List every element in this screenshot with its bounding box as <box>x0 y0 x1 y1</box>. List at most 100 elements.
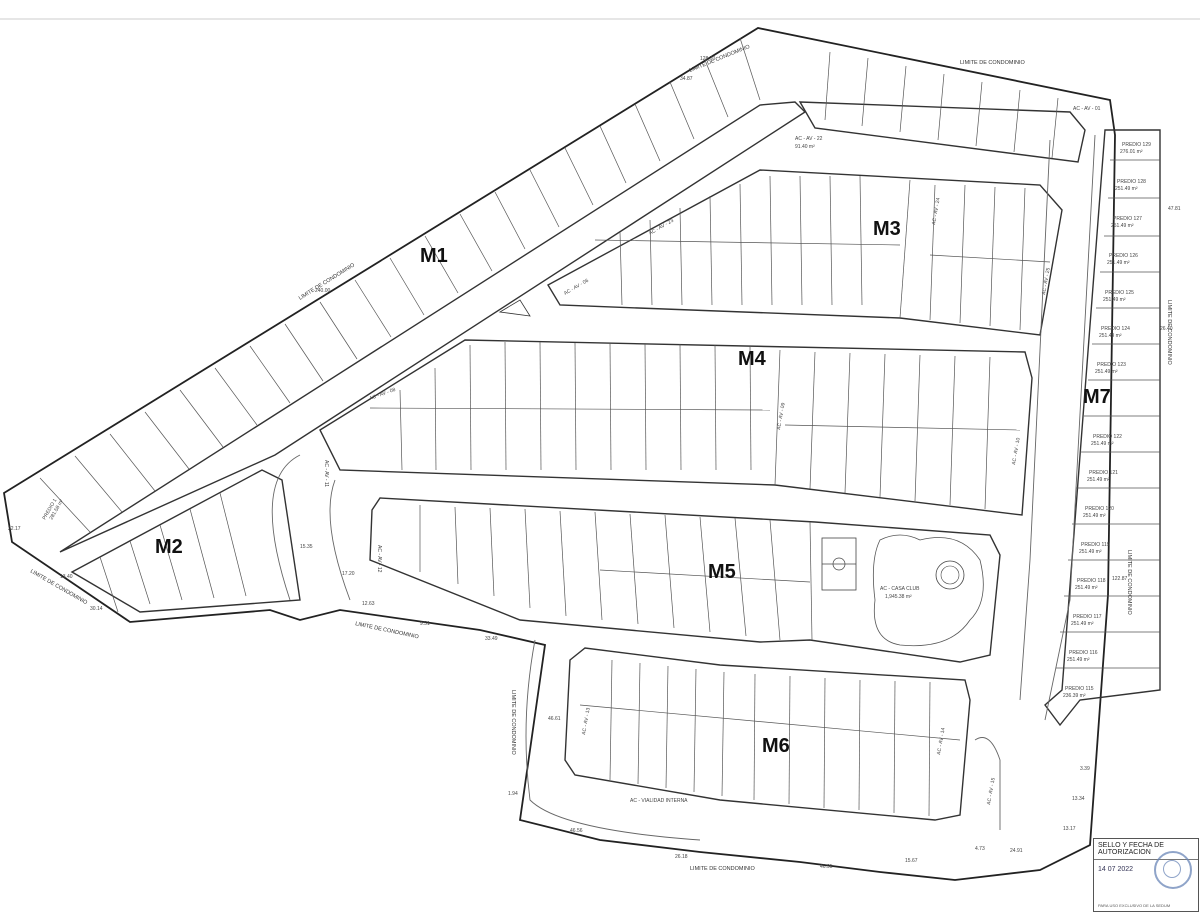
lot-label: PREDIO 119 <box>1081 542 1110 548</box>
common-area-label: AC - AV - 14 <box>936 727 947 755</box>
common-area-label: AC - VIALIDAD INTERNA <box>630 798 688 804</box>
label-m1: M1 <box>420 245 448 267</box>
dimension: 122.87 <box>1112 576 1128 582</box>
north-arrow-icon <box>498 299 531 317</box>
lot-label: PREDIO 123 <box>1097 362 1126 368</box>
label-m6: M6 <box>762 735 790 757</box>
common-area-label: AC - CASA CLUB <box>880 586 920 592</box>
boundary-label: LIMITE DE CONDOMINIO <box>1126 550 1132 616</box>
lot-area: 236.39 m² <box>1063 693 1086 699</box>
seal-date: 14 07 2022 <box>1098 866 1134 873</box>
dimension: 4.73 <box>975 846 985 852</box>
common-area-label: 91.40 m² <box>795 144 815 150</box>
common-area-label: 1,945.38 m² <box>885 594 912 600</box>
common-area-label: AC - AV - 23 <box>648 218 675 237</box>
common-area-label: AC - AV - 06 <box>563 278 590 297</box>
common-area-label: AC - AV - 25 <box>1041 267 1052 295</box>
casa-club <box>821 534 984 647</box>
dimension: 13.17 <box>1063 826 1076 832</box>
authorization-seal-box: SELLO Y FECHA DE AUTORIZACION 14 07 2022… <box>1093 838 1199 912</box>
lot-area: 251.49 m² <box>1087 477 1110 483</box>
block-m4 <box>319 339 1033 516</box>
label-m4: M4 <box>738 348 767 370</box>
m1-inner-edge <box>59 101 807 553</box>
lot-area: 251.49 m² <box>1107 260 1130 266</box>
dimension: 9.51 <box>420 621 430 627</box>
boundary-label: LIMITE DE CONDOMINIO <box>510 690 516 756</box>
lot-area: 251.49 m² <box>1103 297 1126 303</box>
label-m7: M7 <box>1083 386 1111 408</box>
lot-label: PREDIO 118 <box>1077 578 1106 584</box>
dimension: 24.91 <box>1010 848 1023 854</box>
dimension: 22.17 <box>8 526 21 532</box>
m7-lots: PREDIO 129 276.01 m² PREDIO 128 251.49 m… <box>1063 142 1151 699</box>
label-m3: M3 <box>873 218 901 240</box>
lot-label: PREDIO 127 <box>1113 216 1142 222</box>
lot-area: 251.49 m² <box>1079 549 1102 555</box>
label-m2: M2 <box>155 536 183 558</box>
boundary-label: LIMITE DE CONDOMINIO <box>690 866 756 872</box>
seal-footer: PARA USO EXCLUSIVO DE LA SEDUM <box>1098 903 1171 908</box>
dimension: 12.63 <box>362 601 375 607</box>
dimension: 1.94 <box>508 791 518 797</box>
dimension: 46.56 <box>570 828 583 834</box>
block-m7 <box>1044 129 1161 727</box>
lot-label: PREDIO 120 <box>1085 506 1114 512</box>
common-area-label: AC - AV - 12 <box>376 545 382 573</box>
common-area-label: AC - AV - 15 <box>986 777 997 805</box>
seal-title: SELLO Y FECHA DE AUTORIZACION <box>1094 839 1198 860</box>
lot-area: 251.49 m² <box>1091 441 1114 447</box>
lot-area: 251.49 m² <box>1099 333 1122 339</box>
dimension: 34.87 <box>680 76 693 82</box>
lot-label: PREDIO 128 <box>1117 179 1146 185</box>
lot-label: PREDIO 115 <box>1065 686 1094 692</box>
common-area-label: AC - AV - 24 <box>931 197 942 225</box>
lot-area: 251.49 m² <box>1071 621 1094 627</box>
condominium-boundary <box>3 27 1116 881</box>
dimension: 30.14 <box>90 606 103 612</box>
common-area-label: AC - AV - 22 <box>795 136 823 142</box>
boundary-label: LIMITE DE CONDOMINIO <box>355 621 420 640</box>
dimension: 46.95 <box>820 864 833 870</box>
lot-area: 251.49 m² <box>1083 513 1106 519</box>
lot-area: 276.01 m² <box>1120 149 1143 155</box>
lot-label: PREDIO 125 <box>1105 290 1134 296</box>
dimension: 15.35 <box>300 544 313 550</box>
lot-label: PREDIO 126 <box>1109 253 1138 259</box>
lot-area: 251.49 m² <box>1067 657 1090 663</box>
dimension: 26.18 <box>675 854 688 860</box>
dimension: 3.39 <box>1080 766 1090 772</box>
common-area-label: AC - AV - 13 <box>581 707 592 735</box>
dimension: 47.81 <box>1168 206 1181 212</box>
block-m3 <box>547 169 1063 336</box>
dimension: 46.61 <box>548 716 561 722</box>
lot-area: 251.49 m² <box>1111 223 1134 229</box>
dimension: 13.34 <box>1072 796 1085 802</box>
lot-area: 251.49 m² <box>1095 369 1118 375</box>
boundary-label: LIMITE DE CONDOMINIO <box>689 44 752 74</box>
lot-label: PREDIO 129 <box>1122 142 1151 148</box>
block-m6 <box>564 647 971 821</box>
dimension: 17.20 <box>342 571 355 577</box>
dimension: 15.67 <box>905 858 918 864</box>
dimension: 128.70 <box>700 56 716 62</box>
lot-area: 251.49 m² <box>1075 585 1098 591</box>
lot-label: PREDIO 124 <box>1101 326 1130 332</box>
lot-label: PREDIO 121 <box>1089 470 1118 476</box>
dimension: 26.40 <box>1160 326 1173 332</box>
label-m5: M5 <box>708 561 736 583</box>
common-area-label: AC - AV - 01 <box>1073 106 1101 112</box>
dimension: 33.49 <box>485 636 498 642</box>
block-m2 <box>70 469 301 613</box>
common-area-label: AC - AV - 09 <box>776 402 787 430</box>
common-area-label: AC - AV - 10 <box>1011 437 1022 465</box>
lot-label: PREDIO 117 <box>1073 614 1102 620</box>
m1-lot-lines <box>39 37 761 533</box>
lot-label: PREDIO 122 <box>1093 434 1122 440</box>
lot-area: 251.49 m² <box>1115 186 1138 192</box>
boundary-label: LIMITE DE CONDOMINIO <box>1166 300 1172 366</box>
common-area-label: AC - AV - 08 <box>369 387 397 402</box>
dimension: 13.40 <box>60 574 73 580</box>
official-stamp-icon <box>1154 851 1192 889</box>
